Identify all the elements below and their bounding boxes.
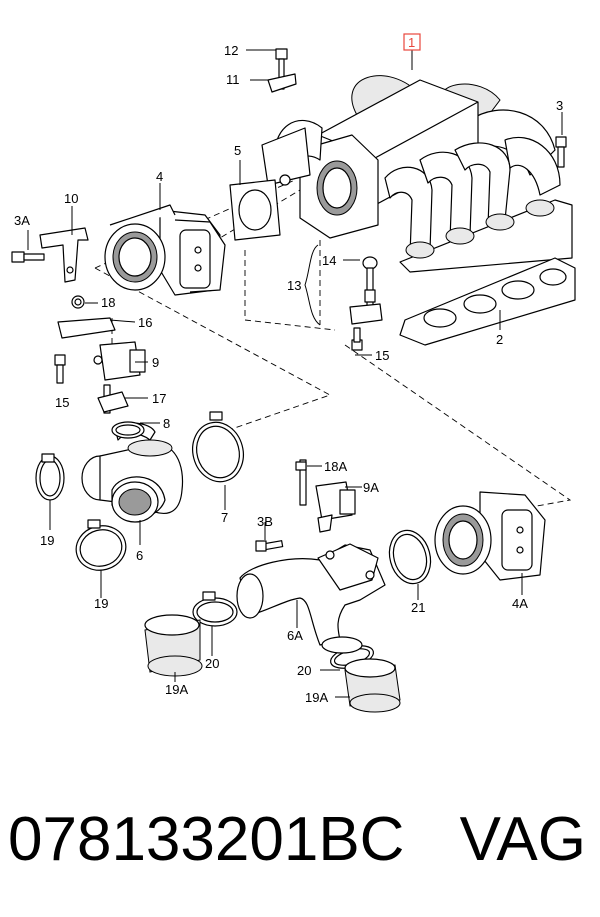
sensor-9a — [299, 459, 356, 533]
callout-17: 17 — [152, 391, 166, 406]
o-ring-21 — [388, 529, 432, 585]
callout-5: 5 — [234, 143, 241, 158]
callout-19-bottom: 19 — [94, 596, 108, 611]
sensor-9 — [93, 341, 146, 414]
callout-labels: 1 2 3 3A 3B 4 4A 5 6 6A 7 8 9 9A 10 11 1… — [14, 33, 563, 705]
callout-3b: 3B — [257, 514, 273, 529]
filter-19a-left — [144, 614, 203, 677]
throttle-body-4a — [434, 491, 546, 581]
callout-4: 4 — [156, 169, 163, 184]
o-ring-8 — [111, 421, 145, 439]
callout-9: 9 — [152, 355, 159, 370]
callout-19-left: 19 — [40, 533, 54, 548]
callout-14: 14 — [322, 253, 336, 268]
callout-3a: 3A — [14, 213, 30, 228]
callout-2: 2 — [496, 332, 503, 347]
intake-elbow — [81, 422, 184, 523]
callout-10: 10 — [64, 191, 78, 206]
brand-name: VAG — [459, 805, 586, 874]
callout-9a: 9A — [363, 480, 379, 495]
callout-6: 6 — [136, 548, 143, 563]
filter-19a-right — [344, 658, 401, 713]
bolts — [11, 48, 567, 384]
callout-8: 8 — [163, 416, 170, 431]
leader-lines — [27, 49, 563, 698]
callout-4a: 4A — [512, 596, 528, 611]
callout-19a-left: 19A — [165, 682, 188, 697]
intake-manifold — [261, 75, 573, 273]
callout-13: 13 — [287, 278, 301, 293]
clamps — [35, 411, 375, 669]
callout-15-lower: 15 — [55, 395, 69, 410]
throttle-gasket — [229, 179, 281, 241]
callout-20-right: 20 — [297, 663, 311, 678]
callout-19a-right: 19A — [305, 690, 328, 705]
callout-20-left: 20 — [205, 656, 219, 671]
parts-diagram: 1 2 3 3A 3B 4 4A 5 6 6A 7 8 9 9A 10 11 1… — [11, 33, 576, 713]
callout-18a: 18A — [324, 459, 347, 474]
callout-21: 21 — [411, 600, 425, 615]
callout-6a: 6A — [287, 628, 303, 643]
footer: 078133201BC VAG — [0, 790, 600, 900]
hardware-18 — [71, 295, 307, 552]
callout-18: 18 — [101, 295, 115, 310]
callout-11: 11 — [226, 72, 240, 87]
callout-15-upper: 15 — [375, 348, 389, 363]
sensor-13 — [349, 256, 383, 325]
callout-1: 1 — [408, 35, 415, 50]
manifold-gasket — [399, 257, 576, 346]
throttle-body — [104, 204, 226, 296]
bracket — [39, 227, 116, 339]
callout-7: 7 — [221, 510, 228, 525]
callout-12: 12 — [224, 43, 238, 58]
part-number: 078133201BC — [8, 805, 405, 874]
intake-pipe-6a — [236, 540, 386, 654]
callout-3: 3 — [556, 98, 563, 113]
callout-16: 16 — [138, 315, 152, 330]
highlight-box — [403, 33, 421, 51]
